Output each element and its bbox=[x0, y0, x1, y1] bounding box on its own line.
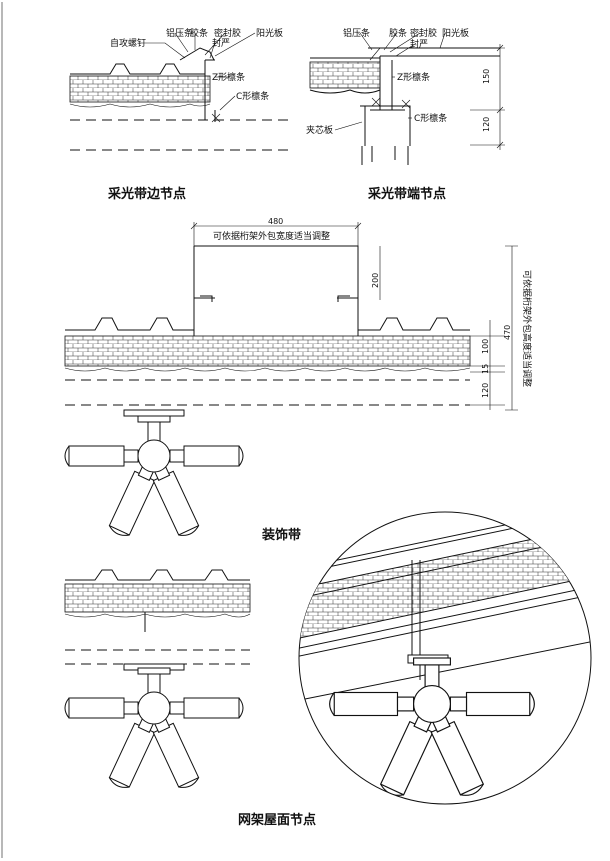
end-dim-150: 150 bbox=[482, 69, 491, 84]
end-seal-label: 封严 bbox=[410, 38, 428, 50]
edge-c-purlin-label: C形檩条 bbox=[236, 90, 269, 102]
band-dim-200: 200 bbox=[371, 273, 380, 288]
edge-seal-label: 封严 bbox=[212, 37, 230, 49]
truss-roof-title: 网架屋面节点 bbox=[238, 812, 316, 828]
end-c-purlin-label: C形檩条 bbox=[414, 112, 447, 124]
magnified-view bbox=[298, 511, 592, 805]
band-height-note: 可依据桁架外包高度适当调整 bbox=[521, 270, 533, 387]
band-dim-120: 120 bbox=[481, 383, 490, 398]
edge-sunlight-panel-label: 阳光板 bbox=[256, 27, 283, 39]
band-dim-100: 100 bbox=[481, 339, 490, 354]
band-dim-470: 470 bbox=[503, 325, 512, 340]
band-width-note: 可依据桁架外包宽度适当调整 bbox=[213, 230, 330, 242]
end-rubber-strip-label: 胶条 bbox=[389, 27, 407, 39]
decorative-band-title: 装饰带 bbox=[261, 527, 301, 543]
edge-aluminum-strip-label: 铝压条 bbox=[166, 27, 193, 39]
edge-z-purlin-label: Z形檩条 bbox=[212, 71, 245, 83]
edge-detail: 铝压条 胶条 密封胶 阳光板 自攻螺钉 封严 Z形檩条 C形檩条 采光带边节点 bbox=[69, 27, 290, 202]
end-detail: 150 120 铝压条 胶条 密封胶 阳光板 封严 Z形檩条 C形檩条 夹芯板 … bbox=[306, 27, 505, 202]
end-aluminum-strip-label: 铝压条 bbox=[343, 27, 370, 39]
edge-sealant-label: 密封胶 bbox=[214, 27, 241, 39]
decorative-band-detail: 480 可依据桁架外包宽度适当调整 200 100 15 120 470 可依据… bbox=[64, 217, 533, 543]
end-z-purlin-label: Z形檩条 bbox=[397, 71, 430, 83]
end-dim-120: 120 bbox=[482, 117, 491, 132]
edge-rubber-strip-label: 胶条 bbox=[190, 27, 208, 39]
band-dim-15: 15 bbox=[481, 364, 490, 374]
end-sealant-label: 密封胶 bbox=[410, 27, 437, 39]
edge-detail-title: 采光带边节点 bbox=[107, 186, 186, 202]
band-width-dim: 480 bbox=[268, 217, 283, 226]
end-sunlight-panel-label: 阳光板 bbox=[442, 27, 469, 39]
truss-roof-detail: 网架屋面节点 bbox=[64, 511, 592, 828]
end-sandwich-panel-label: 夹芯板 bbox=[306, 124, 333, 136]
end-detail-title: 采光带端节点 bbox=[367, 186, 446, 202]
edge-screw-label: 自攻螺钉 bbox=[110, 37, 146, 49]
